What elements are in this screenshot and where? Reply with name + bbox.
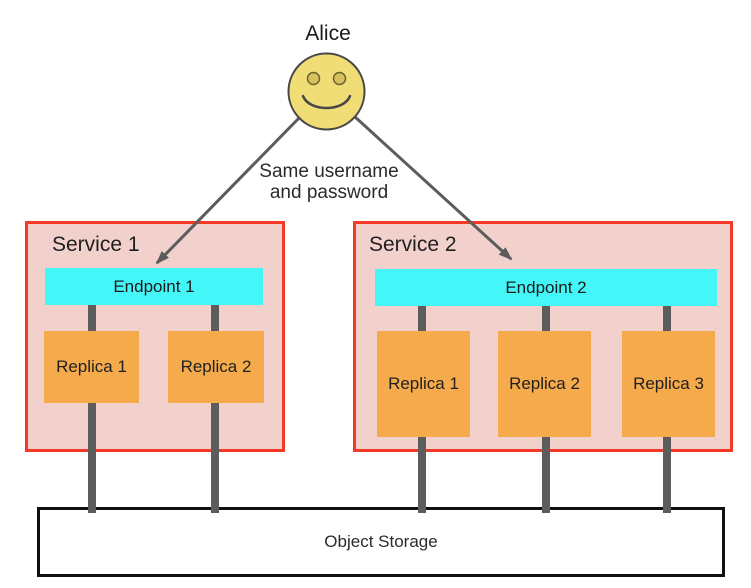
service-2-replica-1: Replica 1 [377, 331, 470, 437]
connector-service1-replica1 [88, 302, 96, 513]
service-2-replica-3: Replica 3 [622, 331, 715, 437]
service-1-replica-2: Replica 2 [168, 331, 264, 403]
smile-icon [301, 94, 352, 110]
object-storage-box: Object Storage [37, 507, 725, 577]
service-2-replica-2: Replica 2 [498, 331, 591, 437]
right-eye-icon [332, 71, 347, 86]
service-2-label: Service 2 [369, 233, 457, 256]
object-storage-label: Object Storage [324, 532, 438, 551]
credentials-note: Same username and password [259, 161, 399, 203]
service-1-label: Service 1 [52, 233, 140, 256]
service-1-replica-1: Replica 1 [44, 331, 139, 403]
endpoint-2-bar: Endpoint 2 [375, 269, 717, 306]
smiley-face-icon [287, 52, 366, 131]
left-eye-icon [306, 71, 321, 86]
connector-service1-replica2 [211, 302, 219, 513]
endpoint-1-bar: Endpoint 1 [45, 268, 263, 305]
actor-label: Alice [305, 22, 351, 45]
